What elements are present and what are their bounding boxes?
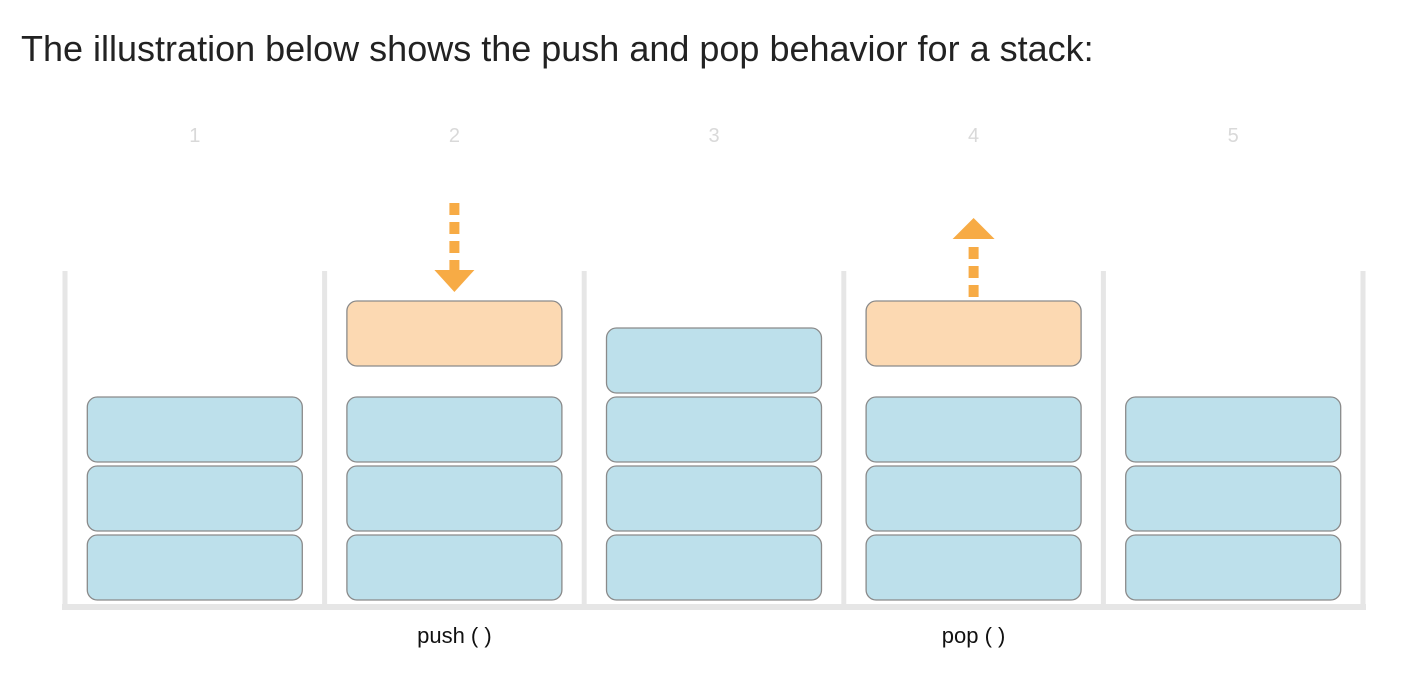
- push-arrow-icon: [434, 203, 475, 292]
- step-number: 4: [968, 125, 979, 147]
- highlighted-stack-item: [865, 300, 1082, 367]
- stack-item: [346, 534, 563, 601]
- step-number: 1: [189, 125, 200, 147]
- stack-containers: [62, 271, 1366, 610]
- stack-item: [1125, 465, 1342, 532]
- step-labels: 1 2 push ( ) 3 4 pop ( ) 5: [189, 125, 1239, 648]
- pop-arrow-icon: [952, 218, 995, 297]
- intro-text: The illustration below shows the push an…: [21, 28, 1094, 69]
- step-number: 5: [1228, 125, 1239, 147]
- stack-item: [865, 534, 1082, 601]
- stack-item: [605, 396, 823, 463]
- stack-item: [86, 534, 303, 601]
- stack-item: [605, 534, 823, 601]
- stack-item: [865, 396, 1082, 463]
- step-number: 2: [449, 125, 460, 147]
- highlighted-stack-item: [346, 300, 563, 367]
- stack-item: [346, 396, 563, 463]
- stack-item: [86, 465, 303, 532]
- stack-item: [86, 396, 303, 463]
- stack-items: [86, 300, 1342, 601]
- operation-arrows: [434, 203, 995, 297]
- operation-label: pop ( ): [942, 623, 1006, 648]
- stack-item: [346, 465, 563, 532]
- stack-item: [605, 327, 823, 394]
- stack-item: [1125, 396, 1342, 463]
- step-number: 3: [708, 125, 719, 147]
- stack-item: [605, 465, 823, 532]
- operation-label: push ( ): [417, 623, 492, 648]
- stack-item: [865, 465, 1082, 532]
- stack-item: [1125, 534, 1342, 601]
